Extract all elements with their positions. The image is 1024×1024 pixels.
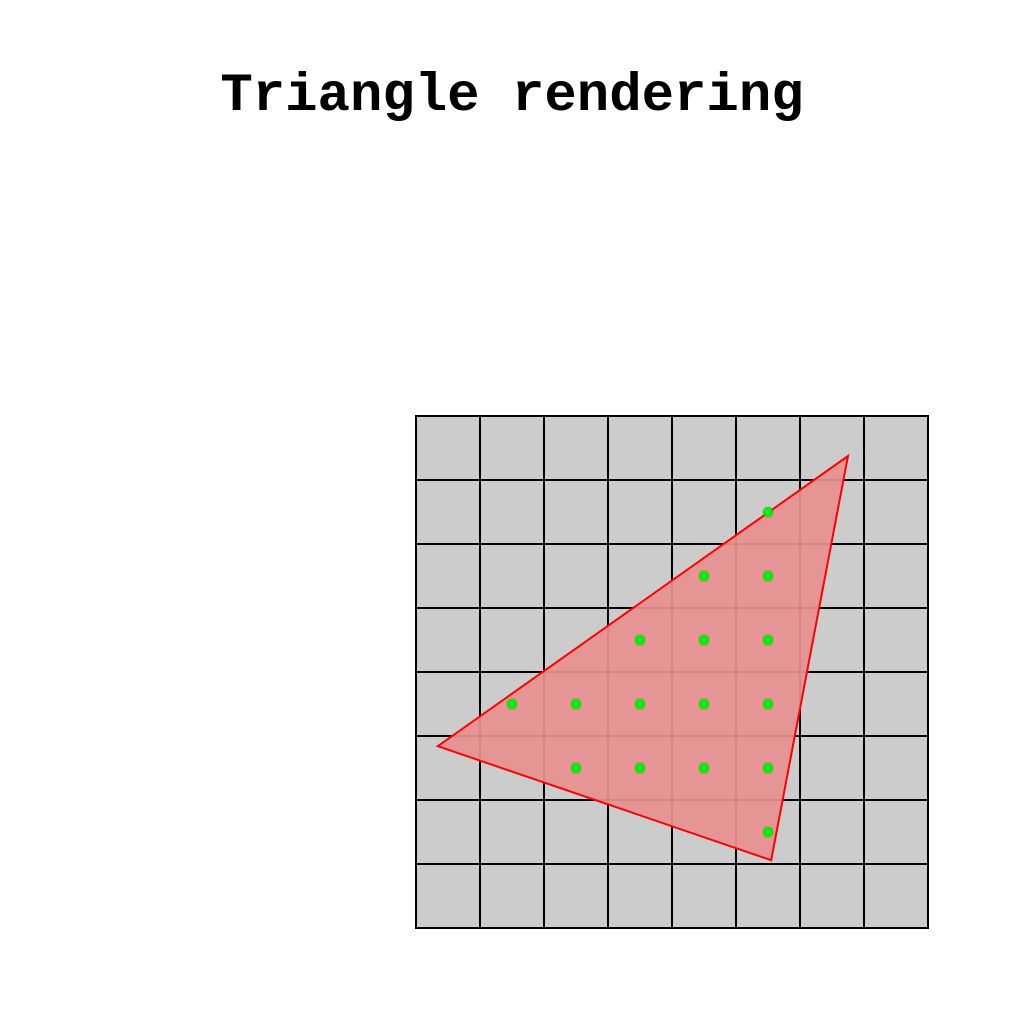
grid-cell xyxy=(415,415,481,481)
grid-cell xyxy=(863,799,929,865)
grid-cell xyxy=(863,415,929,481)
sample-points xyxy=(506,506,774,838)
grid-cell xyxy=(415,479,481,545)
grid-cell xyxy=(735,863,801,929)
sample-point-core xyxy=(765,637,771,643)
sample-point-core xyxy=(573,701,579,707)
grid-cell xyxy=(799,863,865,929)
grid-cell xyxy=(415,863,481,929)
grid-cell xyxy=(671,415,737,481)
grid-cell xyxy=(543,415,609,481)
sample-point-core xyxy=(573,765,579,771)
grid-cell xyxy=(415,607,481,673)
sample-point-core xyxy=(509,701,515,707)
grid-cell xyxy=(671,479,737,545)
sample-point-core xyxy=(765,765,771,771)
grid-cell xyxy=(799,671,865,737)
grid-cell xyxy=(415,799,481,865)
grid-cell xyxy=(607,863,673,929)
sample-point-core xyxy=(701,701,707,707)
sample-point-core xyxy=(765,829,771,835)
grid-cell xyxy=(479,479,545,545)
grid-cell xyxy=(863,607,929,673)
sample-point-core xyxy=(701,573,707,579)
sample-point-core xyxy=(637,637,643,643)
triangle xyxy=(435,453,850,862)
grid-cell xyxy=(543,479,609,545)
diagram-title: Triangle rendering xyxy=(220,66,804,127)
sample-point-core xyxy=(701,765,707,771)
grid-cell xyxy=(735,415,801,481)
grid-cell xyxy=(543,863,609,929)
grid-cell xyxy=(863,735,929,801)
grid-cell xyxy=(863,863,929,929)
grid-cell xyxy=(479,543,545,609)
grid-cell xyxy=(863,671,929,737)
grid-cell xyxy=(799,799,865,865)
grid-cell xyxy=(543,543,609,609)
grid-cell xyxy=(863,479,929,545)
grid-cell xyxy=(607,479,673,545)
grid-cell xyxy=(671,863,737,929)
sample-point-core xyxy=(637,765,643,771)
grid-cell xyxy=(863,543,929,609)
sample-point-core xyxy=(701,637,707,643)
grid-cell xyxy=(543,799,609,865)
sample-point-core xyxy=(765,573,771,579)
grid-cell xyxy=(479,607,545,673)
grid-cell xyxy=(479,799,545,865)
grid-cell xyxy=(415,543,481,609)
grid-cell xyxy=(799,735,865,801)
sample-point-core xyxy=(765,509,771,515)
grid-cell xyxy=(479,863,545,929)
sample-point-core xyxy=(765,701,771,707)
grid-cell xyxy=(479,415,545,481)
grid-cell xyxy=(607,415,673,481)
sample-point-core xyxy=(637,701,643,707)
